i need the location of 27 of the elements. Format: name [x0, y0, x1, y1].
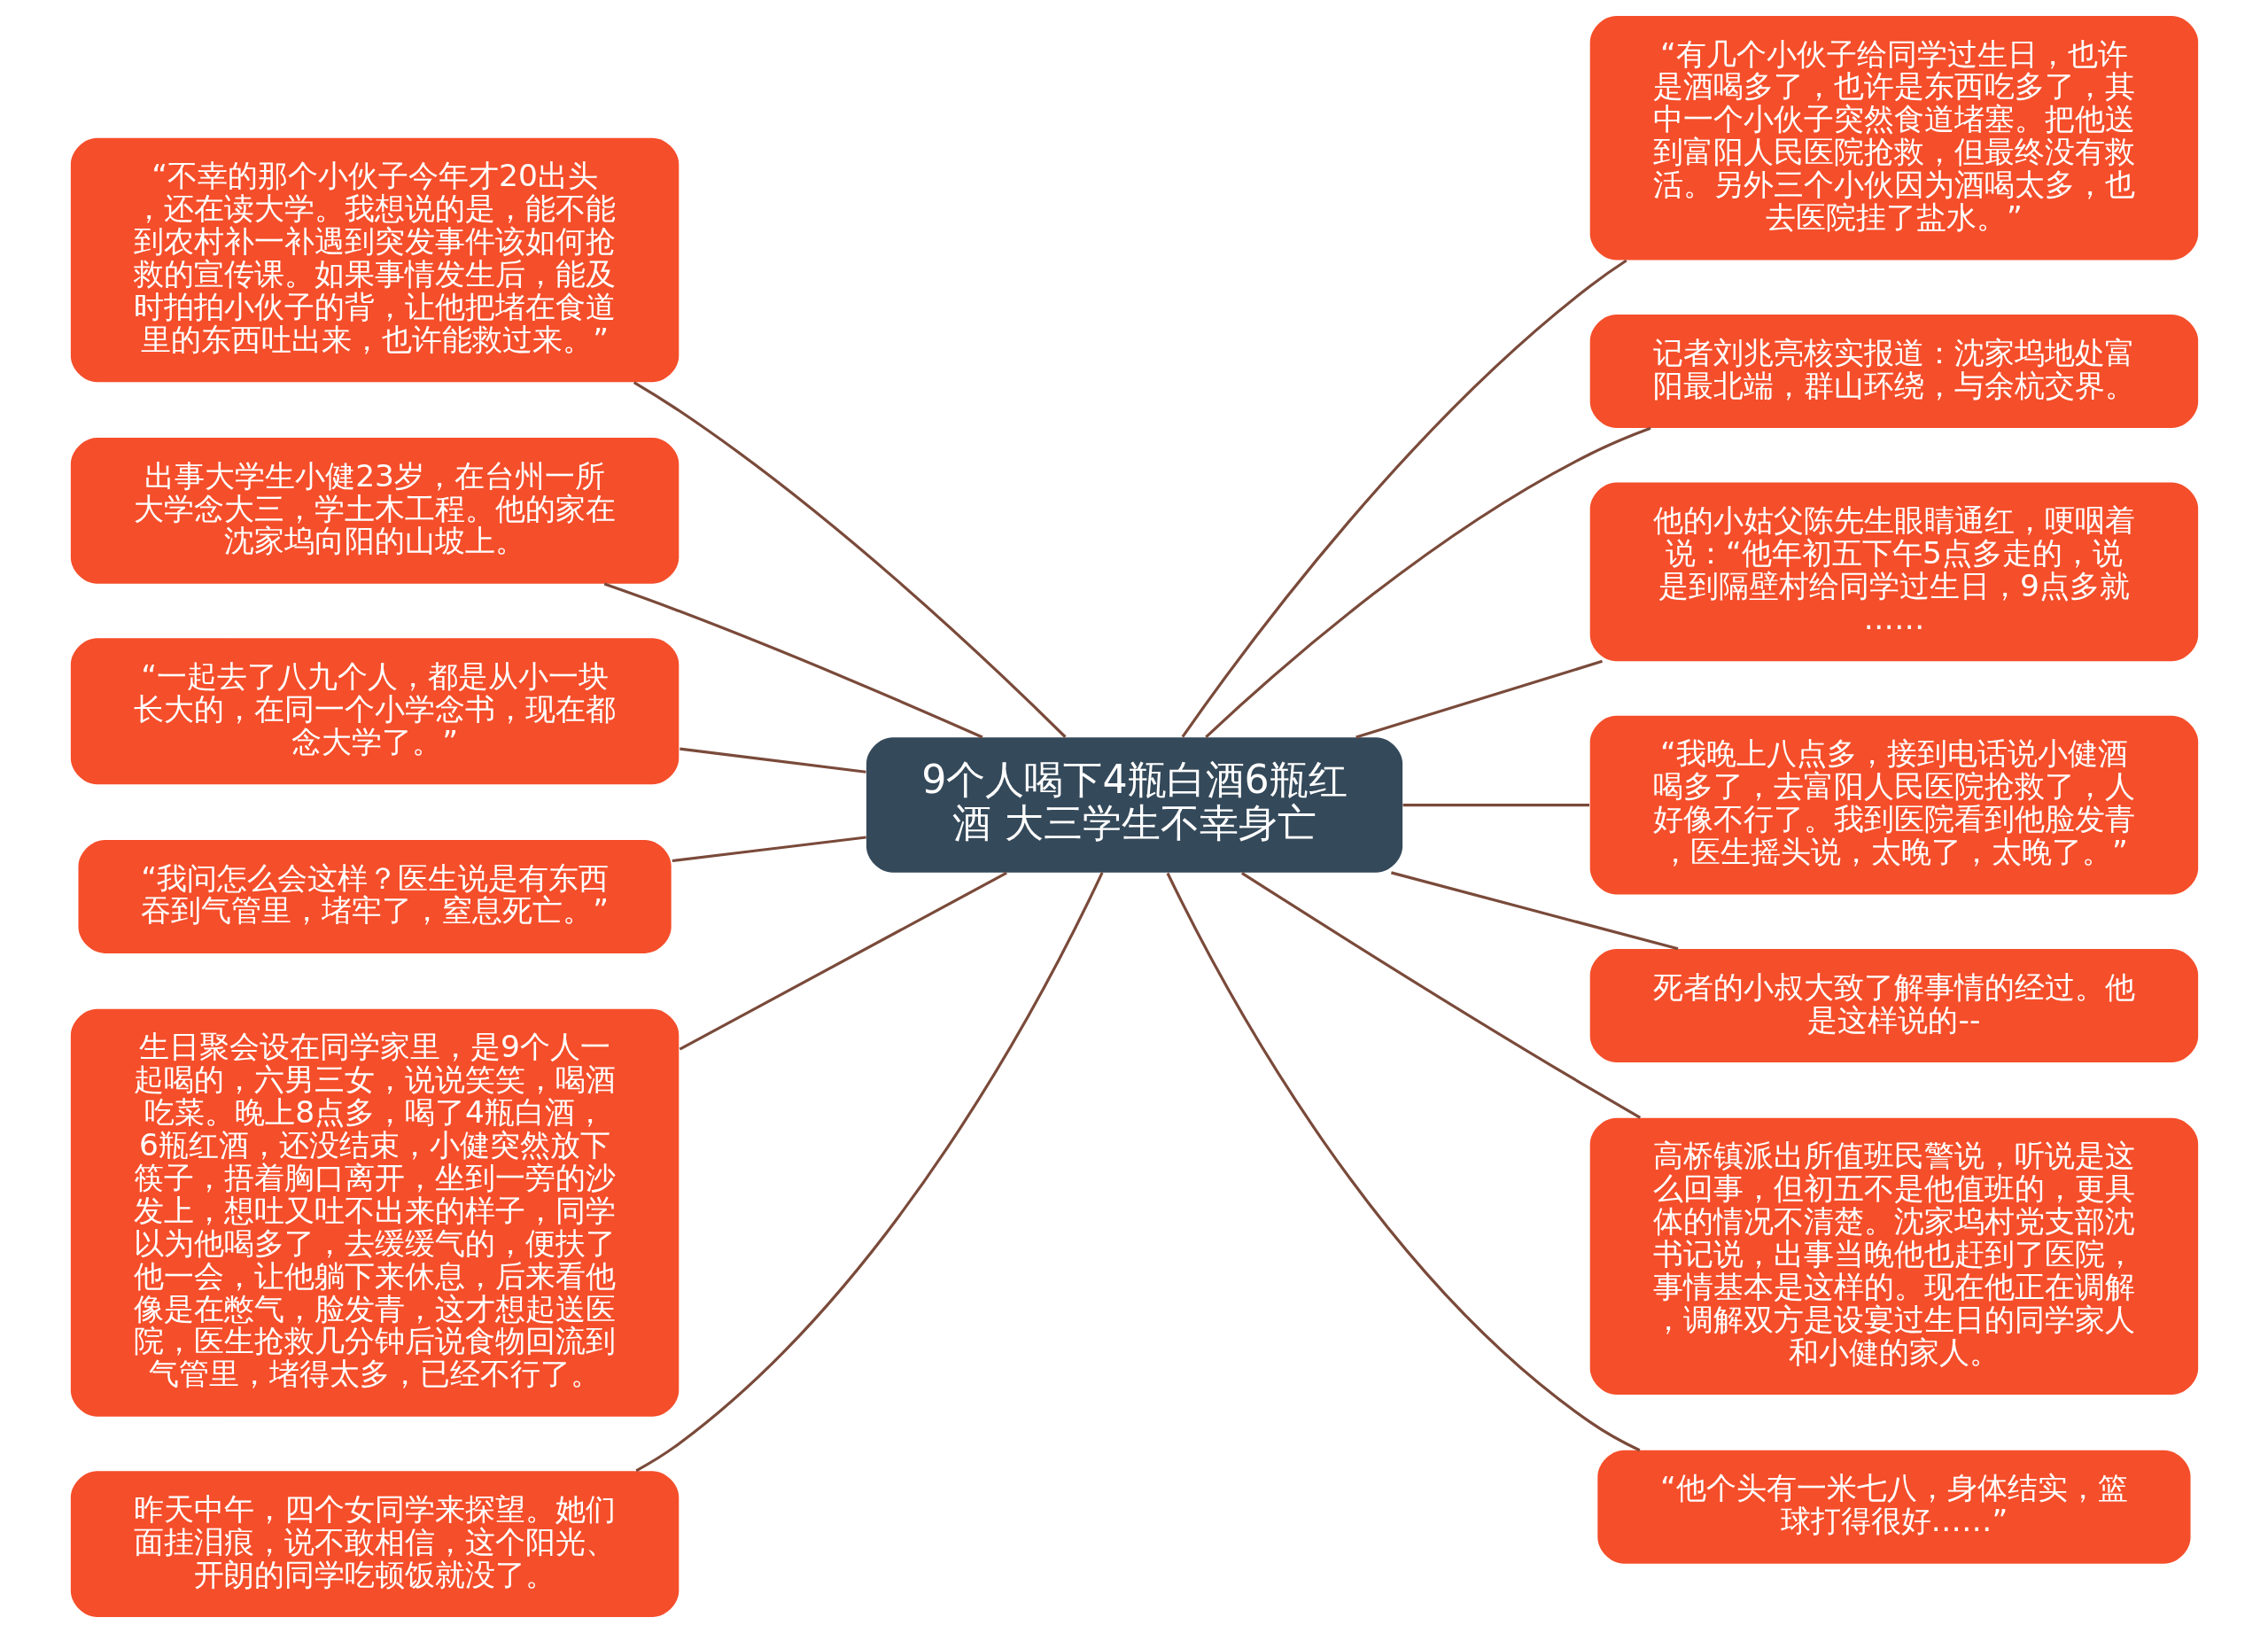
connector — [1166, 872, 1640, 1452]
connector — [1402, 804, 1589, 807]
node-box: “我问怎么会这样？医生说是有东西吞到气管里，堵牢了，窒息死亡。” — [77, 839, 672, 953]
node-box: 9个人喝下4瓶白酒6瓶红酒 大三学生不幸身亡 — [866, 737, 1402, 873]
connector — [672, 836, 866, 863]
node-box: “我晚上八点多，接到电话说小健酒喝多了，去富阳人民医院抢救了，人好像不行了。我到医院看到他脸发青，医生摇头说，太晚了，太晚了。” — [1589, 715, 2198, 895]
node-box: 出事大学生小健23岁，在台州一所大学念大三，学土木工程。他的家在沈家坞向阳的山坡上。 — [70, 438, 679, 584]
node-box: 高桥镇派出所值班民警说，听说是这么回事，但初五不是他值班的，更具体的情况不清楚。沈家坞村党支部沈书记说，出事当晚他也赶到了医院，事情基本是这样的。现在他正在调解，调解双方是设宴过生日的同学家人和小健的家人。 — [1589, 1117, 2198, 1396]
connector — [633, 381, 1067, 738]
node-box: “不幸的那个小伙子今年才20出头，还在读大学。我想说的是，能不能到农村补一补遇到突发事件该如何抢救的宣传课。如果事情发生后，能及时拍拍小伙子的背，让他把堵在食道里的东西吐出来，也许能救过来。” — [70, 137, 679, 383]
connector — [634, 872, 1104, 1473]
connector — [1204, 426, 1651, 738]
connector — [1181, 259, 1627, 738]
connector — [679, 747, 866, 774]
connector — [1390, 871, 1678, 951]
node-box: “有几个小伙子给同学过生日，也许是酒喝多了，也许是东西吃多了，其中一个小伙子突然食道堵塞。把他送到富阳人民医院抢救，但最终没有救活。另外三个小伙因为酒喝太多，也去医院挂了盐水。” — [1589, 15, 2198, 261]
connector — [1355, 659, 1603, 739]
node-box: 死者的小叔大致了解事情的经过。他是这样说的-- — [1589, 948, 2198, 1062]
node-box: “他个头有一米七八，身体结实，篮球打得很好……” — [1596, 1450, 2191, 1564]
connector — [603, 582, 983, 739]
connector — [679, 871, 1007, 1051]
node-box: 记者刘兆亮核实报道：沈家坞地处富阳最北端，群山环绕，与余杭交界。 — [1589, 315, 2198, 428]
node-box: 昨天中午，四个女同学来探望。她们面挂泪痕，说不敢相信，这个阳光、开朗的同学吃顿饭就没了。 — [70, 1471, 679, 1618]
connector — [1240, 871, 1641, 1119]
node-box: “一起去了八九个人，都是从小一块长大的，在同一个小学念书，现在都念大学了。” — [70, 638, 679, 785]
node-box: 生日聚会设在同学家里，是9个人一起喝的，六男三女，说说笑笑，喝酒吃菜。晚上8点多，喝了4瓶白酒，6瓶红酒，还没结束，小健突然放下筷子，捂着胸口离开，坐到一旁的沙发上，想吐又吐不出来的样子，同学以为他喝多了，去缓缓气的，便扶了他一会，让他躺下来休息，后来看他像是在憋气，脸发青，这才想起送医院，医生抢救几分钟后说食物回流到气管里，堵得太多，已经不行了。 — [70, 1008, 679, 1417]
node-box: 他的小姑父陈先生眼睛通红，哽咽着说：“他年初五下午5点多走的，说是到隔壁村给同学过生日，9点多就…… — [1589, 482, 2198, 662]
